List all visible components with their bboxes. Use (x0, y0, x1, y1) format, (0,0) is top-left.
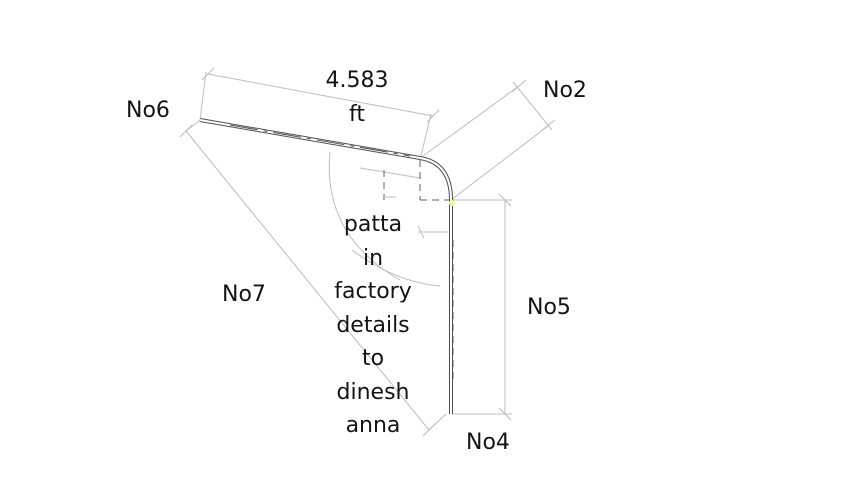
note-line: patta (343, 212, 403, 237)
no2-dimension (422, 79, 556, 201)
note-line: anna (345, 413, 401, 438)
note-line: factory (334, 279, 412, 304)
inner-ticks (384, 196, 448, 239)
note-line: details (336, 312, 410, 338)
label-no4: No4 (466, 430, 510, 455)
note-text: patta in factory details to dinesh anna (318, 208, 428, 443)
note-line: in (362, 245, 384, 271)
label-no6: No6 (126, 98, 170, 123)
note-line: to (361, 346, 385, 371)
length-value: 4.583 (325, 68, 389, 93)
label-no2: No2 (543, 78, 587, 103)
length-unit: ft (349, 102, 365, 127)
label-no7: No7 (222, 282, 266, 307)
note-line: dinesh (336, 379, 410, 405)
angle-arcs (328, 151, 441, 287)
no5-dimension (452, 193, 512, 421)
top-length-dimension (199, 67, 440, 161)
end-point-marker (449, 200, 455, 206)
hidden-lines (383, 160, 454, 380)
length-dimension-label: 4.583 ft (312, 64, 402, 132)
bent-bar (199, 118, 453, 414)
no7-dimension (179, 119, 447, 437)
label-no5: No5 (527, 295, 571, 320)
